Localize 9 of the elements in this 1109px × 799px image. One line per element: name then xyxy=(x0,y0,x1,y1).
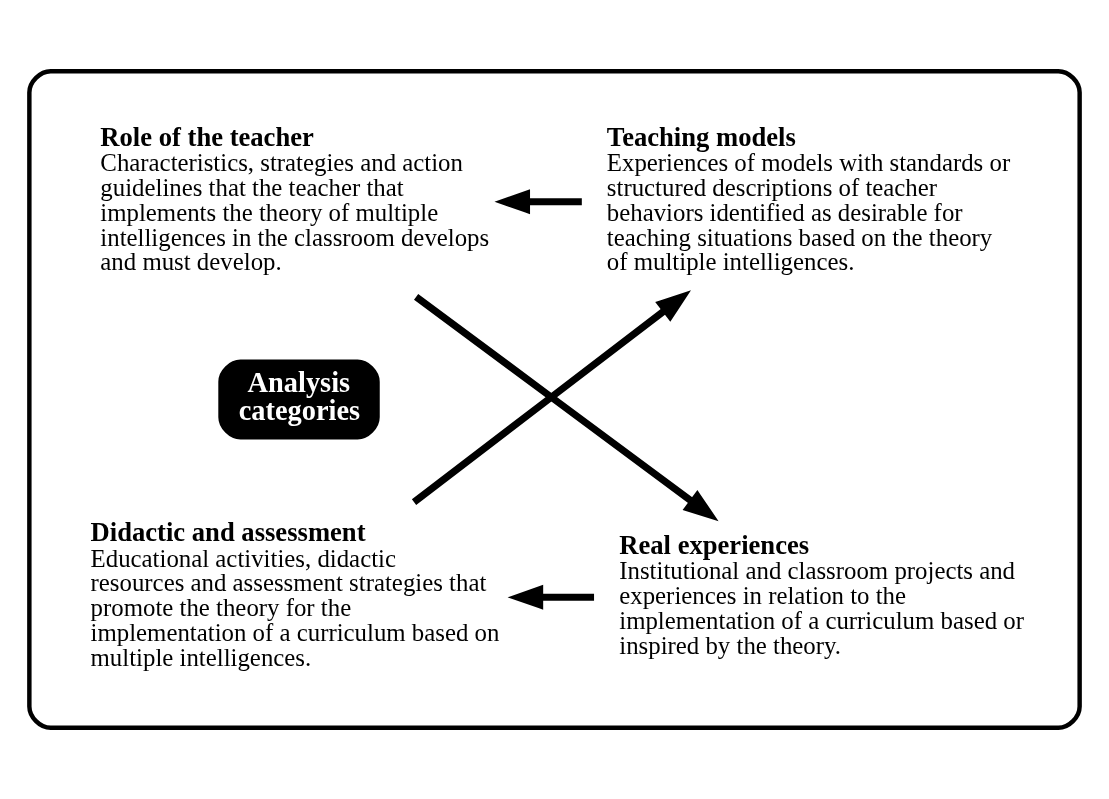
node-text: Role of the teacher Characteristics, strategies and action guidelines that the teacher that implements the theory of multiple intelligences in the classroom develops and must develop. xyxy=(100,121,490,276)
arrow xyxy=(414,294,719,522)
arrow xyxy=(411,290,691,505)
node-box: Analysis categories xyxy=(218,359,380,440)
node-text: Teaching models Experiences of models with standards or structured descriptions of teacher behaviors identified as desirable for teaching situations based on the theory of multiple intelligences. xyxy=(606,121,1011,276)
node-text: Didactic and assessment Educational activities, didactic resources and assessment strategies that promote the theory for the implementation of a curriculum based on multiple intelligences. xyxy=(90,517,500,671)
cluster xyxy=(27,69,1082,730)
arrow xyxy=(507,584,595,610)
node-text: Real experiences Institutional and classroom projects and experiences in relation to the implementation of a curriculum based or inspired by the theory. xyxy=(619,529,1024,659)
